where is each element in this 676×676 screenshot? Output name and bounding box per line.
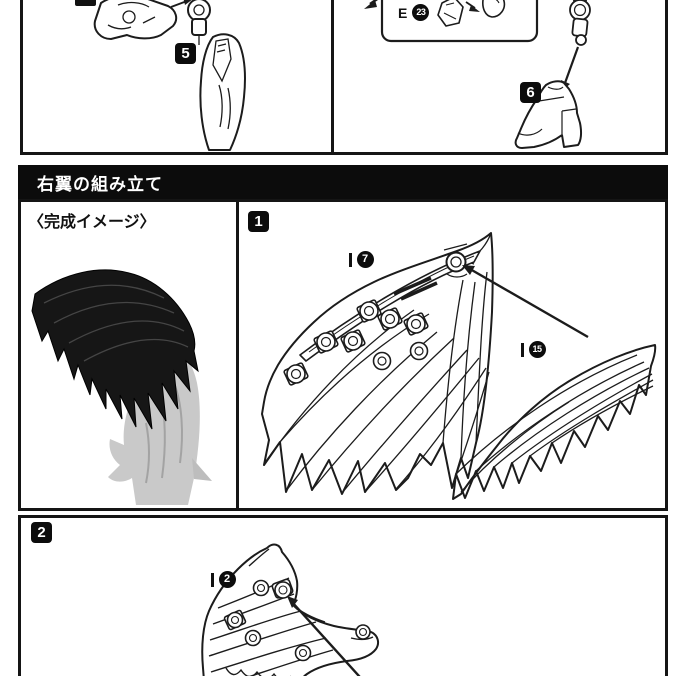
part-number-circle: 2 xyxy=(218,571,236,588)
gate-tick xyxy=(349,252,352,267)
gate-tick xyxy=(211,572,214,587)
step1-panel: 1 7 15 xyxy=(236,199,668,511)
part-number-circle: 15 xyxy=(528,341,546,358)
gate-tick xyxy=(521,342,524,357)
part-label-7: 7 xyxy=(349,251,374,268)
part-label-2: 2 xyxy=(211,571,236,588)
section-title: 右翼の組み立て xyxy=(37,174,163,194)
step-badge: 1 xyxy=(248,211,269,232)
step1-wing-drawing xyxy=(261,232,657,500)
step2-panel: 2 2 xyxy=(18,515,668,676)
step-badge: 6 xyxy=(520,82,541,103)
step-badge: 5 xyxy=(175,43,196,64)
step2-wing-base-drawing xyxy=(201,543,380,676)
part-number-circle: 23 xyxy=(412,4,430,21)
prev-step6-panel: E 23 6 xyxy=(331,0,668,155)
foot-assembly-drawing xyxy=(364,0,591,149)
thigh-assembly-drawing xyxy=(75,0,246,151)
part-code-E23: E 23 xyxy=(398,4,430,21)
part-number-circle: 7 xyxy=(356,251,374,268)
part-label-15: 15 xyxy=(521,341,546,358)
prev-step5-panel: 5 xyxy=(20,0,334,155)
completed-image-panel: 〈完成イメージ〉 xyxy=(18,199,239,511)
section-header: 右翼の組み立て xyxy=(18,165,668,199)
runner-letter: E xyxy=(398,4,408,21)
step-badge: 2 xyxy=(31,522,52,543)
completed-wing-photo xyxy=(31,269,212,505)
preview-caption: 〈完成イメージ〉 xyxy=(28,214,156,231)
